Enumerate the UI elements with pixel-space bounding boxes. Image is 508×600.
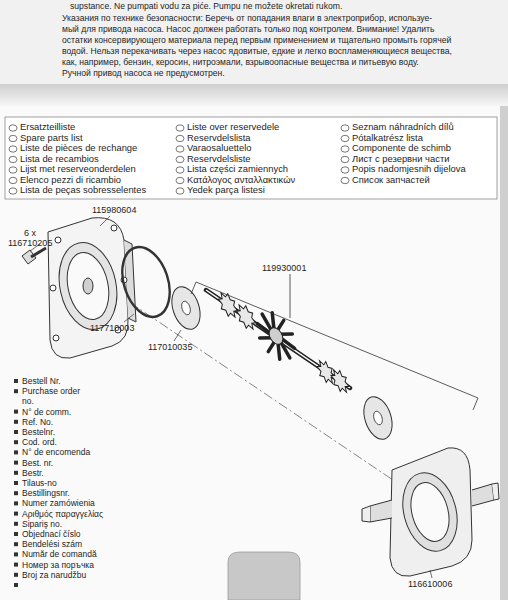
part-number: 116710205 [8,238,52,248]
order-number-term: Objednací číslo [22,529,81,539]
leader-line [124,314,134,322]
list-heading: Lista de recambios [20,154,99,165]
note-line: как, например, бензин, керосин, нитроэма… [62,58,419,68]
front-cover [48,218,136,359]
order-number-term: Best. nr. [22,458,53,468]
hanging-hole [228,552,300,600]
part-number: 117010035 [148,342,192,352]
gear-wheel [327,366,352,396]
leader-line [100,216,110,226]
note-line: остатки консервирующего материала перед … [62,36,451,46]
gear-wheel [214,289,241,321]
list-bullet [14,420,18,424]
list-heading: Spare parts list [20,133,83,144]
list-heading: Pótalkatrész lista [352,133,423,144]
list-bullet [14,532,18,536]
leader-line [174,330,181,341]
list-heading: Lijst met reserveonderdelen [20,164,136,175]
list-bullet [14,471,18,475]
list-bullet [14,491,18,495]
list-bullet [14,481,18,485]
part-number: 117710003 [90,323,134,333]
order-number-term: Tilaus-no [22,478,57,488]
order-number-term: Bestelnr. [22,427,55,437]
list-heading: Liste de pièces de rechange [20,143,137,154]
list-heading: Varaosaluettelo [187,143,251,154]
list-bullet [14,522,18,526]
order-number-term: N° de encomenda [22,447,90,457]
list-heading: Reservdelsliste [187,154,251,165]
gear-wheel [232,301,259,333]
note-line: мый для привода насоса. Насос должен раб… [62,25,434,35]
list-heading: Elenco pezzi di ricambio [20,175,121,186]
order-number-term: Ref. No. [22,417,53,427]
order-number-term: Номер за поръчка [22,560,94,570]
language-icons [9,125,349,194]
pump-housing [362,448,499,576]
backdrop [500,106,508,600]
list-heading: Seznam náhradních dílů [352,122,454,133]
note-line: Указания по технике безопасности: Беречь… [62,14,432,24]
set-bracket [191,274,478,410]
washer [359,393,397,443]
order-number-term: Număr de comandă [22,549,97,559]
leader-line [430,570,432,578]
order-number-term: N° de comm. [22,407,71,417]
list-heading: Список запчастей [352,175,430,186]
list-bullet [14,501,18,505]
list-heading: Ersatzteilliste [20,122,75,133]
list-bullet [14,440,18,444]
list-bullet [14,389,18,393]
list-bullets [14,379,18,587]
list-bullet [14,563,18,567]
list-bullet [14,430,18,434]
order-number-term: Sipariş no. [22,519,62,529]
cover-screw [22,248,46,264]
list-heading: Lista de peças sobresselentes [20,185,146,196]
list-heading: Componente de schimb [352,143,451,154]
list-bullet [14,552,18,556]
list-bullet [14,450,18,454]
impeller-shaft [206,290,350,388]
list-heading: Reservdelslista [187,133,251,144]
order-number-term: Cod. ord. [22,437,57,447]
note-line: supstance. Ne pumpati vodu za piće. Pump… [70,2,342,12]
quantity-label: 6 x [24,228,36,238]
list-heading: Κατάλογος ανταλλακτικών [187,175,295,186]
list-bullet [14,573,18,577]
list-bullet [14,410,18,414]
box-fold [0,84,508,106]
gear-wheels [214,289,352,396]
part-number: 115980604 [92,205,136,215]
washer [167,283,205,333]
note-line: Ручной привод насоса не предусмотрен. [62,69,225,79]
list-heading: Lista części zamiennych [187,164,288,175]
list-bullet [14,512,18,516]
part-number: 119930001 [262,263,306,273]
order-number-term: Purchase order no. [22,386,94,406]
order-number-term: Αριθμός παραγγελίας [22,509,103,519]
list-bullet [14,542,18,546]
upper-flap [0,0,508,84]
list-bullet [14,583,18,587]
list-heading: Лист с резервни части [352,154,449,165]
list-heading: Popis nadomjesnih dijelova [352,164,466,175]
order-number-term: Numer zamówienia [22,498,95,508]
order-number-term: Broj za narudžbu [22,570,86,580]
order-number-term: Bestillingsnr. [22,488,70,498]
card-panel [0,106,500,600]
order-number-term: Bendelési szám [22,539,82,549]
list-bullet [14,461,18,465]
list-frame [5,117,497,199]
list-heading: Liste over reservedele [187,122,279,133]
list-heading: Yedek parça listesi [187,185,265,196]
order-number-term: Bestr. [22,468,44,478]
o-ring [114,241,178,323]
impeller-hub [266,325,285,347]
note-line: водой. Нельзя перекачивать через насос я… [62,47,452,57]
list-bullet [14,379,18,383]
order-number-term: Bestell Nr. [22,376,61,386]
part-number: 116610006 [408,579,452,589]
